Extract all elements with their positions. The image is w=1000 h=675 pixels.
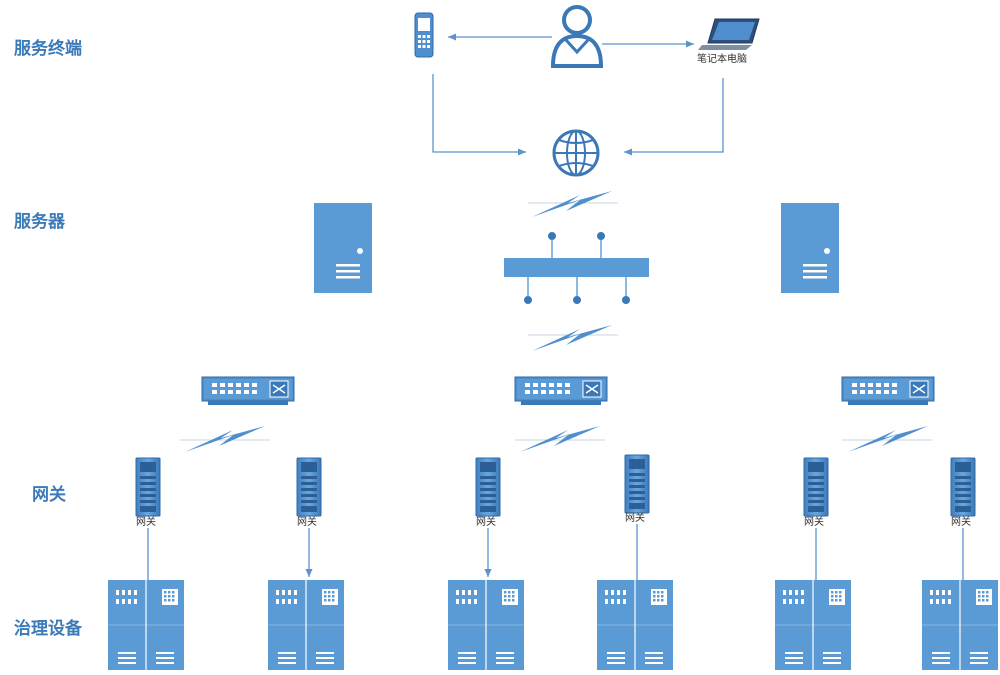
- governance-cabinet-icon-1: [107, 579, 185, 671]
- governance-cabinet-icon-5: [774, 579, 852, 671]
- wireless-link-icon: [185, 426, 265, 452]
- gateway-tower-icon-3: [475, 457, 501, 517]
- laptop-icon: [698, 18, 760, 50]
- hub-bar: [504, 232, 649, 304]
- gateway-label-3: 网关: [476, 515, 496, 528]
- connector-laptop-to-globe: [624, 78, 724, 156]
- globe-icon: [552, 129, 600, 177]
- row-label-server: 服务器: [14, 211, 66, 232]
- mobile-phone-icon: [414, 12, 434, 58]
- gateway-label-6: 网关: [951, 515, 971, 528]
- row-label-terminal: 服务终端: [14, 38, 82, 59]
- gateway-tower-icon-2: [296, 457, 322, 517]
- user-icon: [550, 5, 604, 68]
- governance-cabinet-icon-6: [921, 579, 999, 671]
- row-label-governance: 治理设备: [14, 618, 83, 639]
- row-label-gateway: 网关: [32, 484, 66, 505]
- laptop-label: 笔记本电脑: [697, 52, 747, 65]
- gateway-tower-icon-6: [950, 457, 976, 517]
- gateway-label-5: 网关: [804, 515, 824, 528]
- gateway-label-4: 网关: [625, 511, 645, 524]
- gateway-tower-icon-4: [624, 454, 650, 514]
- wireless-link-icon: [848, 426, 928, 452]
- wireless-link-icon: [520, 426, 600, 452]
- server-icon-right: [781, 203, 839, 293]
- wireless-link-icon: [532, 325, 612, 351]
- network-switch-icon-left: [201, 376, 295, 406]
- gateway-label-1: 网关: [136, 515, 156, 528]
- server-icon-left: [314, 203, 372, 293]
- governance-cabinet-icon-3: [447, 579, 525, 671]
- gateway-tower-icon-1: [135, 457, 161, 517]
- governance-cabinet-icon-2: [267, 579, 345, 671]
- connector-phone-to-globe: [432, 74, 526, 156]
- network-switch-icon-center: [514, 376, 608, 406]
- wireless-link-icon: [532, 191, 612, 217]
- network-switch-icon-right: [841, 376, 935, 406]
- governance-cabinet-icon-4: [596, 579, 674, 671]
- gateway-label-2: 网关: [297, 515, 317, 528]
- gateway-tower-icon-5: [803, 457, 829, 517]
